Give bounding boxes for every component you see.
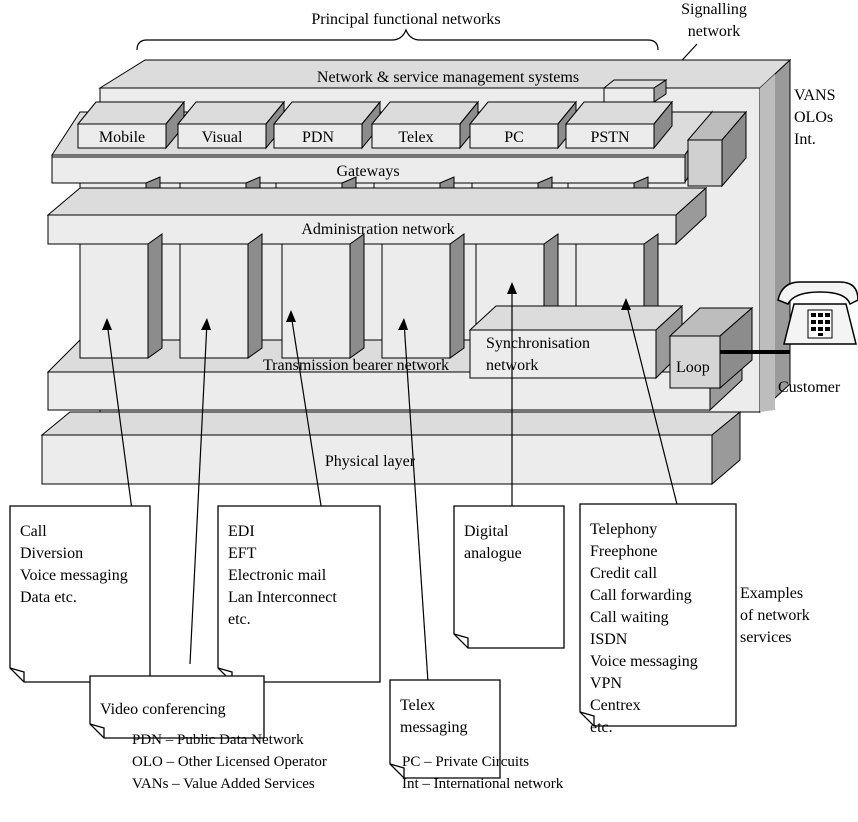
principal-networks-brace	[137, 30, 658, 50]
service-pillar	[180, 234, 262, 358]
note-telephony-line: Call waiting	[590, 609, 669, 626]
network-box-pdn: PDN	[274, 102, 380, 148]
service-pillar	[80, 234, 162, 358]
customer-label: Customer	[778, 379, 841, 396]
note-telephony-line: Telephony	[590, 521, 657, 538]
network-label-pc: PC	[504, 129, 524, 146]
physical-label: Physical layer	[325, 453, 416, 470]
network-label-mobile: Mobile	[99, 129, 145, 146]
note-edi-line: etc.	[228, 611, 251, 628]
management-label: Network & service management systems	[317, 69, 579, 86]
examples-label-1: Examples	[740, 585, 803, 602]
note-telephony-line: ISDN	[590, 631, 628, 648]
gateways-label: Gateways	[336, 163, 399, 180]
legend-left-3: VANs – Value Added Services	[132, 776, 315, 792]
note-digital-line: Digital	[464, 523, 509, 540]
physical-slab	[42, 412, 740, 484]
note-edi-line: EDI	[228, 523, 255, 540]
network-box-pstn: PSTN	[566, 102, 672, 148]
note-telephony-line: Centrex	[590, 697, 641, 714]
note-edi-line: Lan Interconnect	[228, 589, 337, 606]
network-box-visual: Visual	[178, 102, 284, 148]
network-box-mobile: Mobile	[78, 102, 184, 148]
service-pillar	[382, 234, 464, 358]
note-call-line: Diversion	[20, 545, 83, 562]
network-label-visual: Visual	[202, 129, 243, 146]
note-call-line: Data etc.	[20, 589, 77, 606]
note-video-line: Video conferencing	[100, 701, 226, 718]
note-telephony-line: Voice messaging	[590, 653, 698, 670]
legend-left-2: OLO – Other Licensed Operator	[132, 754, 327, 770]
transmission-label: Transmission bearer network	[263, 357, 449, 374]
note-call-line: Voice messaging	[20, 567, 128, 584]
note-call-line: Call	[20, 523, 47, 540]
network-box-pc: PC	[470, 102, 576, 148]
note-digital-line: analogue	[464, 545, 522, 562]
note-telephony-line: etc.	[590, 719, 613, 736]
service-pillar	[282, 234, 364, 358]
signalling-label-2: network	[688, 23, 740, 40]
network-boxes: Mobile Visual PDN Telex PC PSTN	[78, 102, 672, 148]
synchronisation-label-1: Synchronisation	[486, 335, 590, 352]
vans-label-2: OLOs	[794, 109, 833, 126]
vans-label-1: VANS	[794, 87, 836, 104]
note-telephony-line: Freephone	[590, 543, 658, 560]
note-telephony-line: VPN	[590, 675, 622, 692]
signalling-label-1: Signalling	[681, 1, 747, 18]
network-label-pstn: PSTN	[590, 129, 630, 146]
legend-right-2: Int – International network	[402, 776, 564, 792]
note-edi-line: Electronic mail	[228, 567, 327, 584]
legend-left-1: PDN – Public Data Network	[132, 732, 304, 748]
note-telex-line: messaging	[400, 719, 468, 736]
note-video: Video conferencing	[90, 676, 264, 738]
vans-label-3: Int.	[794, 131, 816, 148]
network-box-telex: Telex	[372, 102, 478, 148]
note-edi-line: EFT	[228, 545, 257, 562]
note-telephony-line: Credit call	[590, 565, 658, 582]
principal-networks-label: Principal functional networks	[311, 11, 500, 28]
note-digital: Digital analogue	[454, 506, 564, 648]
legend-right-1: PC – Private Circuits	[402, 754, 529, 770]
examples-label-3: services	[740, 629, 792, 646]
note-telex-line: Telex	[400, 697, 435, 714]
loop-label: Loop	[676, 359, 710, 376]
note-telephony-line: Call forwarding	[590, 587, 692, 604]
network-label-pdn: PDN	[302, 129, 334, 146]
network-label-telex: Telex	[398, 129, 433, 146]
signalling-box	[604, 80, 666, 102]
administration-label: Administration network	[301, 221, 454, 238]
examples-label-2: of network	[740, 607, 810, 624]
